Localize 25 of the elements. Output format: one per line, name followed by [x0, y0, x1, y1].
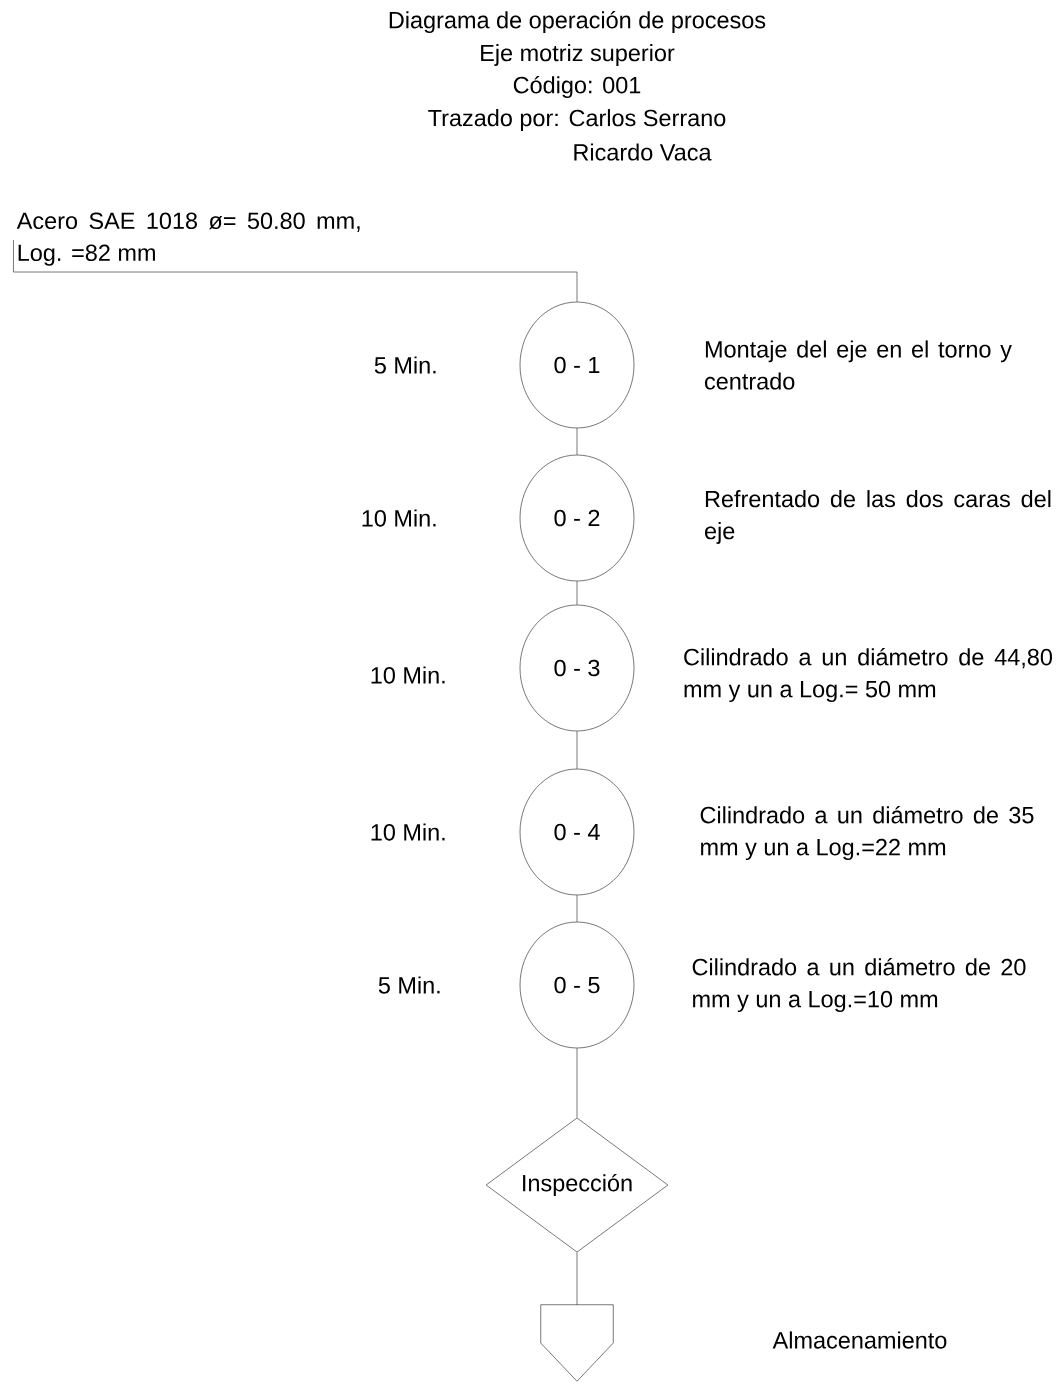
- connector-line: [576, 581, 578, 605]
- connector-line: [576, 895, 578, 922]
- heading-line: Almacenamiento: [772, 1331, 947, 1349]
- connector-line: [576, 428, 578, 455]
- operation-description: Montaje del eje en el torno y centrado: [705, 340, 1012, 390]
- connector-line: [576, 1048, 578, 1118]
- operation-description: Refrentado de las dos caras del eje: [705, 490, 1051, 544]
- duration-label: 10 Min.: [371, 823, 445, 841]
- operation-description: Cilindrado a un diámetro de 35 mm y un a Log.=22 mm: [700, 805, 1034, 861]
- connector-line: [576, 731, 578, 769]
- heading-line: Ricardo Vaca: [574, 143, 712, 161]
- storage-symbol: [540, 1304, 614, 1382]
- heading-line: Código: 001: [513, 75, 641, 99]
- connector-line: [13, 239, 578, 302]
- duration-label: 5 Min.: [374, 356, 436, 374]
- heading-line: Eje motriz superior: [481, 44, 675, 66]
- operation-description: Cilindrado a un diámetro de 44,80 mm y un a Log.= 50 mm: [684, 647, 1052, 703]
- duration-label: 10 Min.: [362, 509, 436, 527]
- operation-description: Cilindrado a un diámetro de 20 mm y un a Log.=10 mm: [692, 957, 1026, 1013]
- heading-line: Trazado por: Carlos Serrano: [428, 109, 726, 131]
- title: Diagrama de operación de procesos: [389, 10, 766, 34]
- duration-label: 10 Min.: [371, 666, 445, 684]
- material-note: Acero SAE 1018 ø= 50.80 mm, Log. =82 mm: [16, 212, 360, 266]
- connector-line: [576, 1252, 578, 1305]
- duration-label: 5 Min.: [378, 976, 440, 994]
